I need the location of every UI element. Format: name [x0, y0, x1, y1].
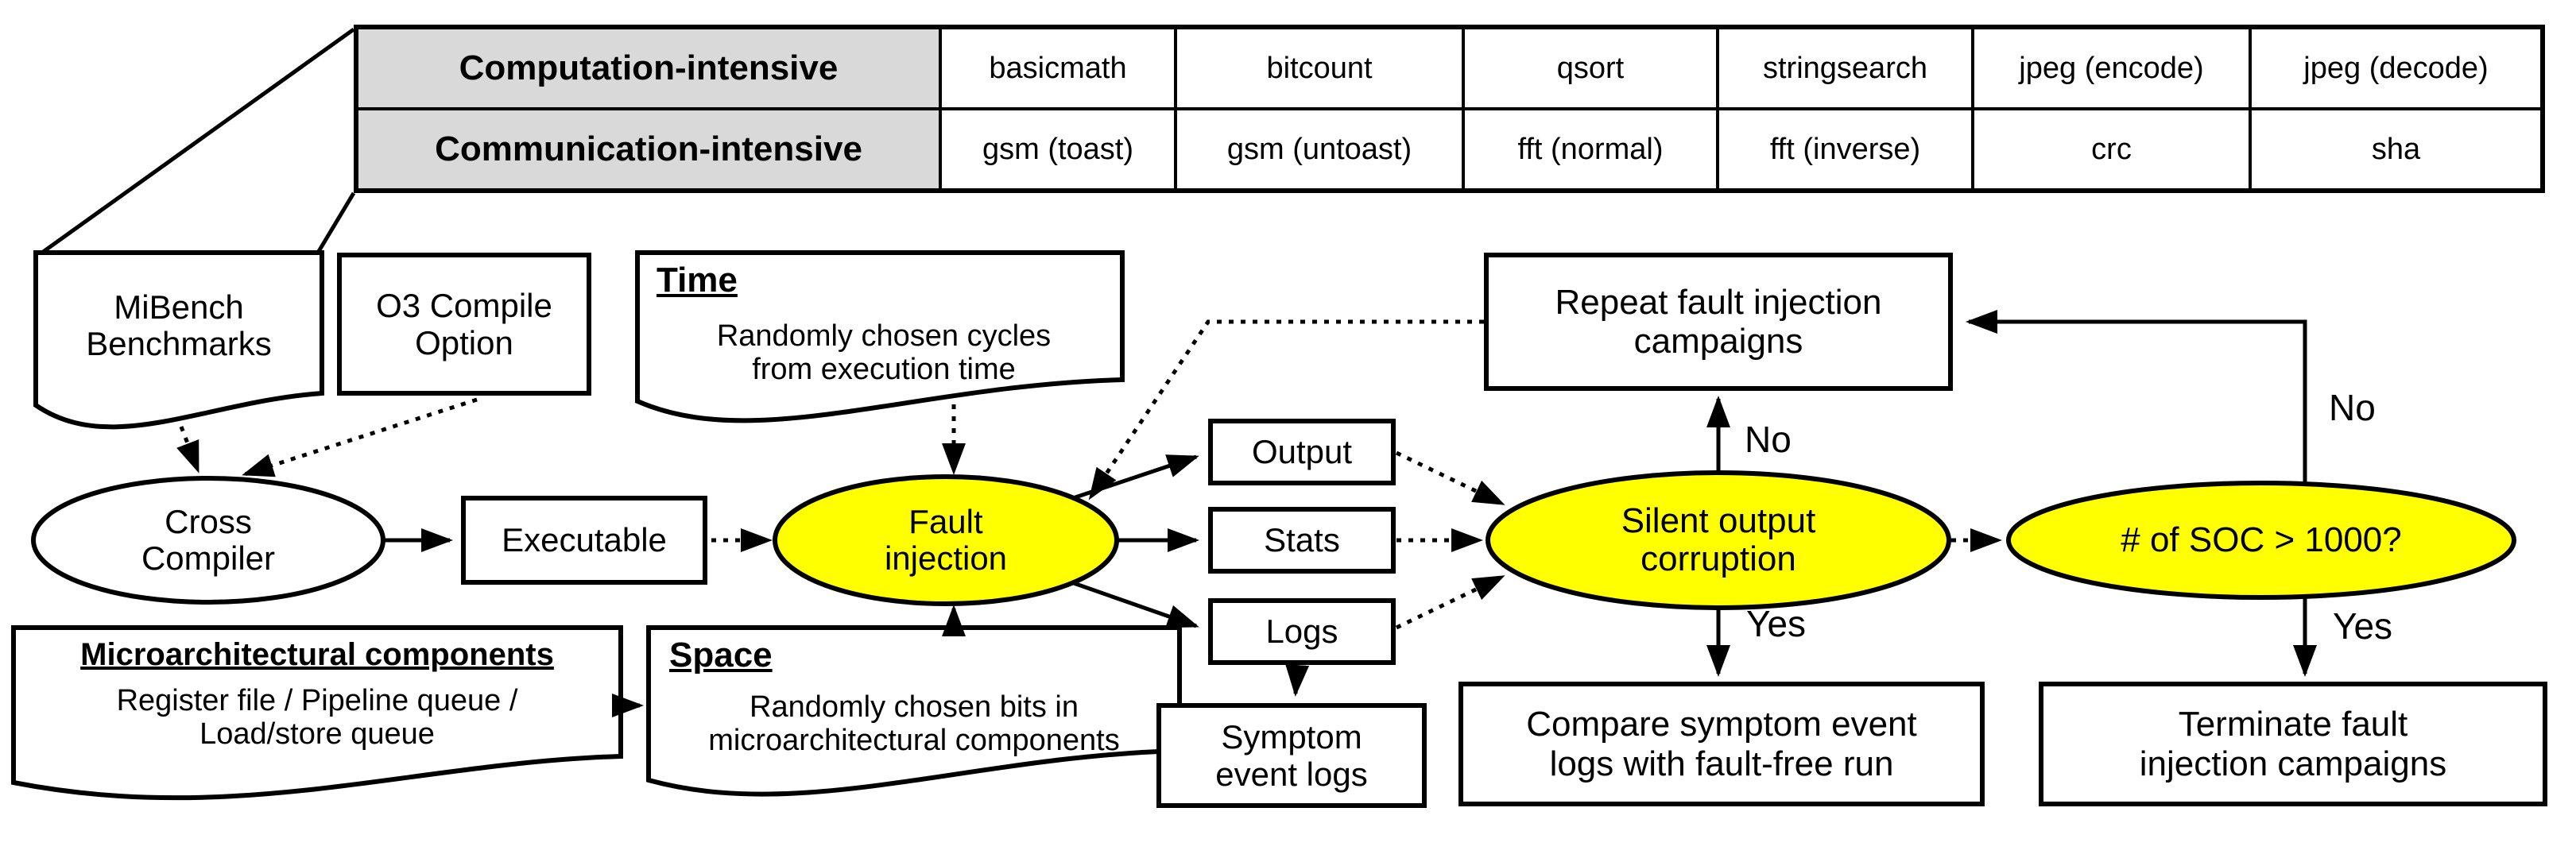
- table-header-communication: Communication-intensive: [358, 110, 939, 188]
- table-cell: jpeg (encode): [1974, 29, 2249, 107]
- compare-logs-node: Compare symptom event logs with fault-fr…: [1458, 682, 1985, 806]
- dotted-arrow-logs-to-symptom: [1285, 664, 1310, 697]
- dotted-arrow-output-to-soc: [1395, 450, 1505, 506]
- edge-label-no-repeat: No: [1745, 419, 1792, 460]
- table-cell: fft (normal): [1465, 110, 1716, 188]
- edge-label-no-threshold: No: [2329, 387, 2376, 428]
- executable-node: Executable: [461, 496, 707, 585]
- table-cell: basicmath: [942, 29, 1174, 107]
- edge-label-yes-terminate: Yes: [2333, 605, 2393, 647]
- table-cell: gsm (untoast): [1177, 110, 1462, 188]
- repeat-campaigns-node: Repeat fault injection campaigns: [1484, 253, 1953, 391]
- terminate-campaigns-node: Terminate fault injection campaigns: [2039, 682, 2547, 806]
- dotted-arrow-logs-to-soc: [1395, 574, 1505, 630]
- dotted-arrow-mibench-to-crosscompiler: [176, 426, 200, 473]
- space-title: Space: [669, 636, 773, 674]
- logs-node: Logs: [1208, 598, 1396, 665]
- mibench-document-shape: [33, 250, 324, 430]
- dotted-arrow-repeat-to-faultinjection: [1088, 319, 1484, 500]
- silent-output-corruption-ellipse: [1486, 470, 1951, 610]
- table-cell: stringsearch: [1719, 29, 1971, 107]
- arrow-socthreshold-no-to-repeat: [1965, 310, 2307, 484]
- arrow-faultinjection-to-output: [1072, 454, 1199, 500]
- time-document-shape: [635, 250, 1125, 423]
- microarchitectural-document-shape: [11, 625, 623, 801]
- edge-label-yes-compare: Yes: [1746, 603, 1807, 644]
- benchmark-table: Computation-intensive basicmath bitcount…: [354, 25, 2545, 193]
- table-cell: gsm (toast): [942, 110, 1174, 188]
- symptom-event-logs-node: Symptom event logs: [1156, 703, 1427, 808]
- soc-threshold-ellipse: [2006, 481, 2516, 600]
- dotted-arrow-o3-to-crosscompiler: [242, 397, 478, 477]
- table-cell: qsort: [1465, 29, 1716, 107]
- table-cell: sha: [2252, 110, 2540, 188]
- table-cell: crc: [1974, 110, 2249, 188]
- table-cell: jpeg (decode): [2252, 29, 2540, 107]
- table-header-computation: Computation-intensive: [358, 29, 939, 107]
- table-cell: bitcount: [1177, 29, 1462, 107]
- output-node: Output: [1208, 419, 1396, 485]
- fault-injection-ellipse: [773, 474, 1119, 606]
- arrow-faultinjection-to-logs: [1071, 580, 1199, 628]
- time-title: Time: [657, 261, 738, 300]
- callout-line-right: [316, 191, 356, 254]
- callout-line-left: [38, 27, 355, 257]
- o3-compile-option-node: O3 Compile Option: [337, 253, 591, 396]
- table-cell: fft (inverse): [1719, 110, 1971, 188]
- space-document-shape: [646, 625, 1182, 797]
- stats-node: Stats: [1208, 507, 1396, 574]
- cross-compiler-ellipse: [31, 476, 385, 605]
